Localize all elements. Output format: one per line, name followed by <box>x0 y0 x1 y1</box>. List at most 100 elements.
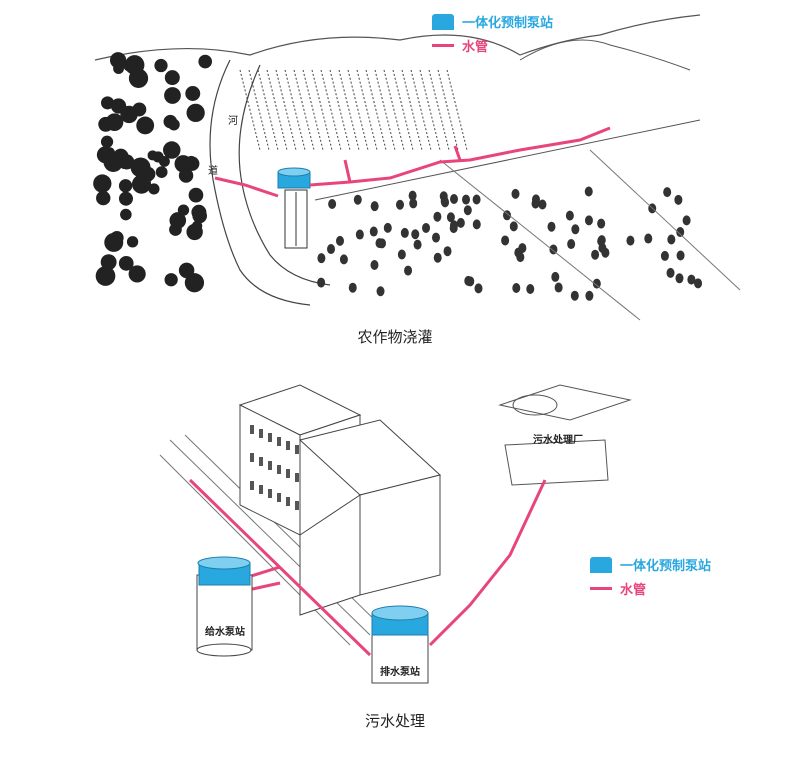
drain-pump-tank <box>371 605 429 684</box>
crop-row <box>437 69 459 151</box>
window <box>295 445 299 454</box>
window <box>295 501 299 510</box>
window <box>268 489 272 498</box>
window <box>250 481 254 490</box>
grass-fields <box>317 186 703 301</box>
grass-tuft <box>512 282 521 293</box>
irrigation-diagram: 一体化预制泵站 水管 河 道 农作物浇灌 <box>0 0 790 346</box>
grass-tuft <box>463 205 472 216</box>
sewage-sketch <box>159 384 632 684</box>
tree <box>164 273 178 287</box>
grass-tuft <box>592 278 601 289</box>
tree <box>118 179 133 193</box>
river-label-1: 河 <box>228 116 238 127</box>
grass-tuft <box>511 188 520 199</box>
sewage-pipes <box>188 478 547 657</box>
tree <box>169 212 187 229</box>
window <box>268 461 272 470</box>
tree <box>178 262 195 279</box>
treatment-plant-label: 污水处理厂 <box>533 435 583 446</box>
legend-pump: 一体化预制泵站 <box>432 12 553 31</box>
water-pipes <box>214 126 611 198</box>
grass-tuft <box>472 194 481 205</box>
grass-tuft <box>518 243 527 254</box>
pump-icon <box>590 556 612 573</box>
grass-tuft <box>682 215 691 226</box>
tree <box>164 87 181 104</box>
grass-tuft <box>675 273 684 284</box>
window <box>259 485 263 494</box>
grass-tuft <box>404 265 413 276</box>
tree <box>163 114 178 129</box>
grass-tuft <box>567 239 576 250</box>
crop-row <box>419 69 441 151</box>
grass-tuft <box>450 193 459 204</box>
tree <box>103 257 114 269</box>
tree <box>185 86 201 101</box>
grass-tuft <box>570 290 579 301</box>
crop-row <box>410 69 432 151</box>
grass-tuft <box>370 259 379 270</box>
grass-tuft <box>601 247 610 258</box>
grass-tuft <box>408 190 417 201</box>
crop-row <box>401 69 423 151</box>
grass-tuft <box>531 198 540 209</box>
grass-tuft <box>422 222 431 233</box>
tree <box>164 70 180 86</box>
crop-row <box>311 69 333 151</box>
tree <box>185 155 197 167</box>
legend-pipe: 水管 <box>432 36 488 55</box>
pump-tower <box>277 167 311 249</box>
grass-tuft <box>375 238 384 249</box>
building-complex <box>238 384 442 616</box>
supply-station-label: 给水泵站 <box>205 627 245 638</box>
tree <box>109 52 127 69</box>
tree <box>124 55 145 75</box>
grass-tuft <box>353 194 362 205</box>
tree <box>98 116 114 132</box>
grass-tuft <box>328 198 337 209</box>
grass-tuft <box>431 232 440 243</box>
drain-station-label: 排水泵站 <box>380 667 420 678</box>
grass-tuft <box>355 229 364 240</box>
crop-row <box>257 69 279 151</box>
crop-row <box>365 69 387 151</box>
grass-tuft <box>472 219 481 230</box>
grass-tuft <box>584 215 593 226</box>
sewage-diagram: 污水处理厂 给水泵站 排水泵站 一体化预制泵站 水管 污水处理 <box>0 345 790 730</box>
grass-tuft <box>443 246 452 257</box>
legend-pump-label-2: 一体化预制泵站 <box>620 559 712 574</box>
grass-tuft <box>327 244 336 255</box>
grass-tuft <box>433 211 442 222</box>
grass-tuft <box>348 282 357 293</box>
grass-tuft <box>584 186 593 197</box>
tree <box>154 58 168 73</box>
grass-tuft <box>597 218 606 229</box>
pipe-icon <box>432 44 454 47</box>
grass-tuft <box>526 284 535 295</box>
grass-tuft <box>674 194 683 205</box>
grass-tuft <box>666 267 675 278</box>
window <box>277 493 281 502</box>
supply-pump-tank <box>196 556 253 657</box>
tree <box>191 220 203 232</box>
river-label-2: 道 <box>208 166 218 177</box>
tree <box>96 190 111 206</box>
grass-tuft <box>644 233 653 244</box>
grass-tuft <box>502 210 511 221</box>
grass-tuft <box>383 222 392 233</box>
crop-row <box>293 69 315 151</box>
grass-tuft <box>464 275 473 286</box>
grass-tuft <box>433 252 442 263</box>
window <box>259 457 263 466</box>
tree <box>186 103 205 123</box>
grass-tuft <box>667 234 676 245</box>
window <box>259 429 263 438</box>
tree <box>126 236 139 248</box>
legend-pump-2: 一体化预制泵站 <box>590 555 711 574</box>
caption-irrigation: 农作物浇灌 <box>357 328 433 346</box>
grass-tuft <box>440 196 449 207</box>
tree <box>128 265 146 283</box>
grass-tuft <box>400 227 409 238</box>
legend-pipe-label: 水管 <box>462 40 489 55</box>
